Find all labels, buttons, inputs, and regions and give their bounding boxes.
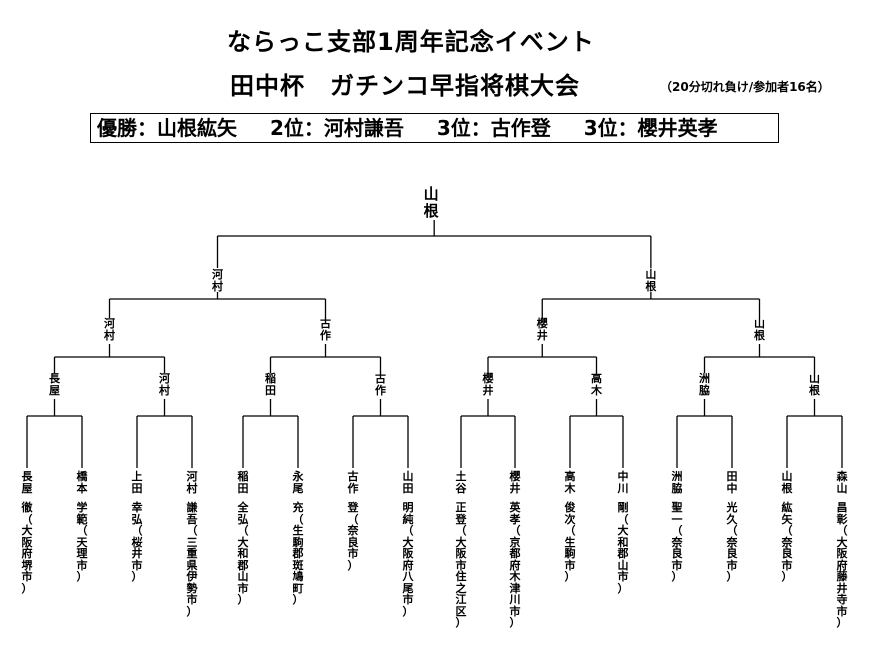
player-detail: 徹 （ 大 阪 府 堺 市 ）	[21, 501, 33, 595]
player-surname: 中 川	[617, 470, 629, 495]
semifinal-winner: 櫻 井	[536, 317, 548, 342]
quarterfinal-winner: 長 屋	[49, 372, 60, 397]
player-surname: 長 屋	[21, 470, 33, 495]
player-surname: 上 田	[131, 470, 143, 495]
player-surname: 山 根	[781, 470, 793, 495]
champion-name: 山 根	[423, 185, 439, 220]
semifinal-winner: 古 作	[320, 317, 331, 342]
quarterfinal-winner: 洲 脇	[699, 372, 710, 397]
quarterfinal-winner: 山 根	[809, 372, 820, 397]
player-detail: 幸 弘 （ 桜 井 市 ）	[131, 501, 143, 583]
result-third-a: 3位：古作登	[436, 116, 551, 140]
player-detail: 剛 （ 大 和 郡 山 市 ）	[617, 501, 629, 595]
player-surname: 稲 田	[237, 470, 249, 495]
player-detail: 聖 一 （ 奈 良 市 ）	[671, 501, 683, 583]
tournament-title: 田中杯 ガチンコ早指将棋大会	[230, 72, 580, 100]
player-detail: 全 弘 （ 大 和 郡 山 市 ）	[237, 501, 249, 606]
player-surname: 洲 脇	[671, 470, 683, 495]
tournament-note: （20分切れ負け/参加者16名）	[660, 80, 830, 94]
quarterfinal-winner: 古 作	[375, 372, 386, 397]
player-detail: 謙 吾 （ 三 重 県 伊 勢 市 ）	[186, 501, 198, 618]
player-detail: 学 範 （ 天 理 市 ）	[76, 501, 88, 583]
finalist: 山 根	[645, 268, 657, 293]
result-winner: 優勝：山根紘矢	[97, 116, 237, 140]
player-surname: 河 村	[186, 470, 198, 495]
player-detail: 俊 次 （ 生 駒 市 ）	[564, 501, 576, 583]
semifinal-winner: 山 根	[754, 317, 765, 342]
player-surname: 櫻 井	[509, 470, 521, 495]
player-detail: 登 （ 奈 良 市 ）	[347, 501, 359, 572]
player-detail: 充 （ 生 駒 郡 斑 鳩 町 ）	[292, 501, 304, 606]
results-box: 優勝：山根紘矢 2位：河村謙吾 3位：古作登 3位：櫻井英孝	[90, 113, 779, 143]
player-detail: 英 孝 （ 京 都 府 木 津 川 市 ）	[509, 501, 521, 629]
player-detail: 昌 彰 （ 大 阪 府 藤 井 寺 市 ）	[836, 501, 848, 629]
player-detail: 紘 矢 （ 奈 良 市 ）	[781, 501, 793, 583]
result-second: 2位：河村謙吾	[269, 116, 404, 140]
finalist: 河 村	[212, 268, 223, 293]
player-detail: 明 純 （ 大 阪 府 八 尾 市 ）	[402, 501, 414, 618]
player-surname: 森 山	[836, 470, 848, 495]
event-title: ならっこ支部1周年記念イベント	[227, 28, 595, 56]
quarterfinal-winner: 高 木	[591, 372, 602, 397]
player-surname: 土 谷	[455, 470, 467, 495]
quarterfinal-winner: 櫻 井	[482, 372, 494, 397]
player-surname: 古 作	[347, 470, 359, 495]
player-surname: 永 尾	[292, 470, 304, 495]
player-surname: 橋 本	[76, 470, 88, 495]
player-detail: 正 登 （ 大 阪 市 住 之 江 区 ）	[455, 501, 467, 629]
player-detail: 光 久 （ 奈 良 市 ）	[726, 501, 738, 583]
semifinal-winner: 河 村	[104, 317, 115, 342]
player-surname: 高 木	[564, 470, 576, 495]
quarterfinal-winner: 河 村	[159, 372, 170, 397]
player-surname: 山 田	[402, 470, 414, 495]
player-surname: 田 中	[726, 470, 738, 495]
result-third-b: 3位：櫻井英孝	[583, 116, 718, 140]
quarterfinal-winner: 稲 田	[265, 372, 276, 397]
